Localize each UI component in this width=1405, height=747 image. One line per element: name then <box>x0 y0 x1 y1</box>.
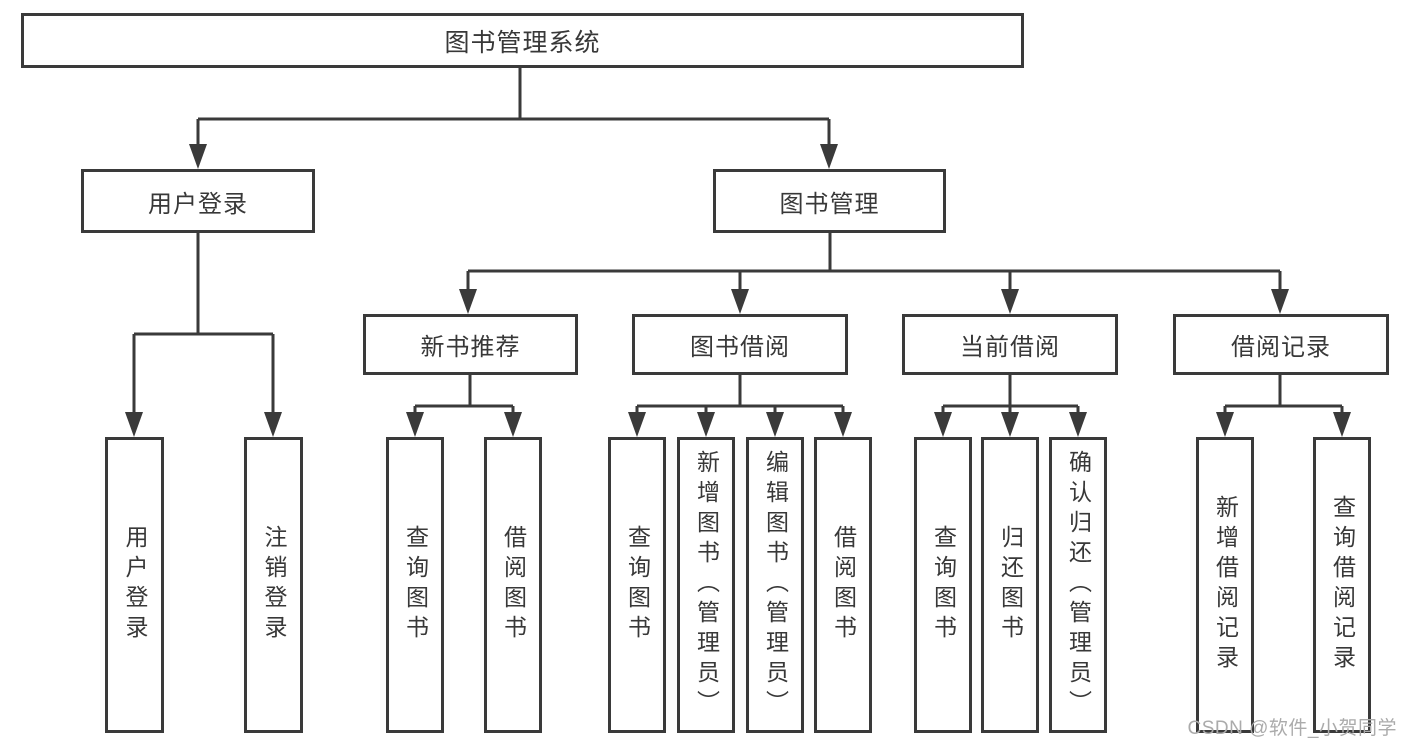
node-root: 图书管理系统 <box>21 13 1024 68</box>
watermark: CSDN @软件_小贺同学 <box>1187 718 1397 739</box>
arrowhead-icon <box>1216 412 1234 437</box>
node-leaf-query-borrow-record: 查询借阅记录 <box>1313 437 1371 733</box>
arrowhead-icon <box>125 412 143 437</box>
node-leaf-query-books-1: 查询图书 <box>386 437 444 733</box>
node-new-book-recommend: 新书推荐 <box>363 314 578 375</box>
node-leaf-query-books-3: 查询图书 <box>914 437 972 733</box>
arrowhead-icon <box>1001 412 1019 437</box>
arrowhead-icon <box>834 412 852 437</box>
node-leaf-query-books-2: 查询图书 <box>608 437 666 733</box>
arrowhead-icon <box>934 412 952 437</box>
node-leaf-borrow-books-1: 借阅图书 <box>484 437 542 733</box>
node-leaf-add-book-admin: 新增图书（管理员） <box>677 437 735 733</box>
node-leaf-edit-book-admin: 编辑图书（管理员） <box>746 437 804 733</box>
arrowhead-icon <box>697 412 715 437</box>
arrowhead-icon <box>189 144 207 169</box>
node-book-management: 图书管理 <box>713 169 946 233</box>
arrowhead-icon <box>1271 289 1289 314</box>
arrowhead-icon <box>1069 412 1087 437</box>
arrowhead-icon <box>504 412 522 437</box>
arrowhead-icon <box>459 289 477 314</box>
arrowhead-icon <box>1333 412 1351 437</box>
node-book-borrow: 图书借阅 <box>632 314 848 375</box>
node-leaf-add-borrow-record: 新增借阅记录 <box>1196 437 1254 733</box>
node-borrow-records: 借阅记录 <box>1173 314 1389 375</box>
arrowhead-icon <box>1001 289 1019 314</box>
arrowhead-icon <box>731 289 749 314</box>
arrowhead-icon <box>820 144 838 169</box>
node-user-login: 用户登录 <box>81 169 315 233</box>
node-leaf-return-book: 归还图书 <box>981 437 1039 733</box>
node-leaf-logout: 注销登录 <box>244 437 303 733</box>
arrowhead-icon <box>628 412 646 437</box>
node-leaf-user-login: 用户登录 <box>105 437 164 733</box>
arrowhead-icon <box>406 412 424 437</box>
node-leaf-borrow-books-2: 借阅图书 <box>814 437 872 733</box>
node-current-borrow: 当前借阅 <box>902 314 1118 375</box>
arrowhead-icon <box>766 412 784 437</box>
arrowhead-icon <box>264 412 282 437</box>
node-leaf-confirm-return-admin: 确认归还（管理员） <box>1049 437 1107 733</box>
